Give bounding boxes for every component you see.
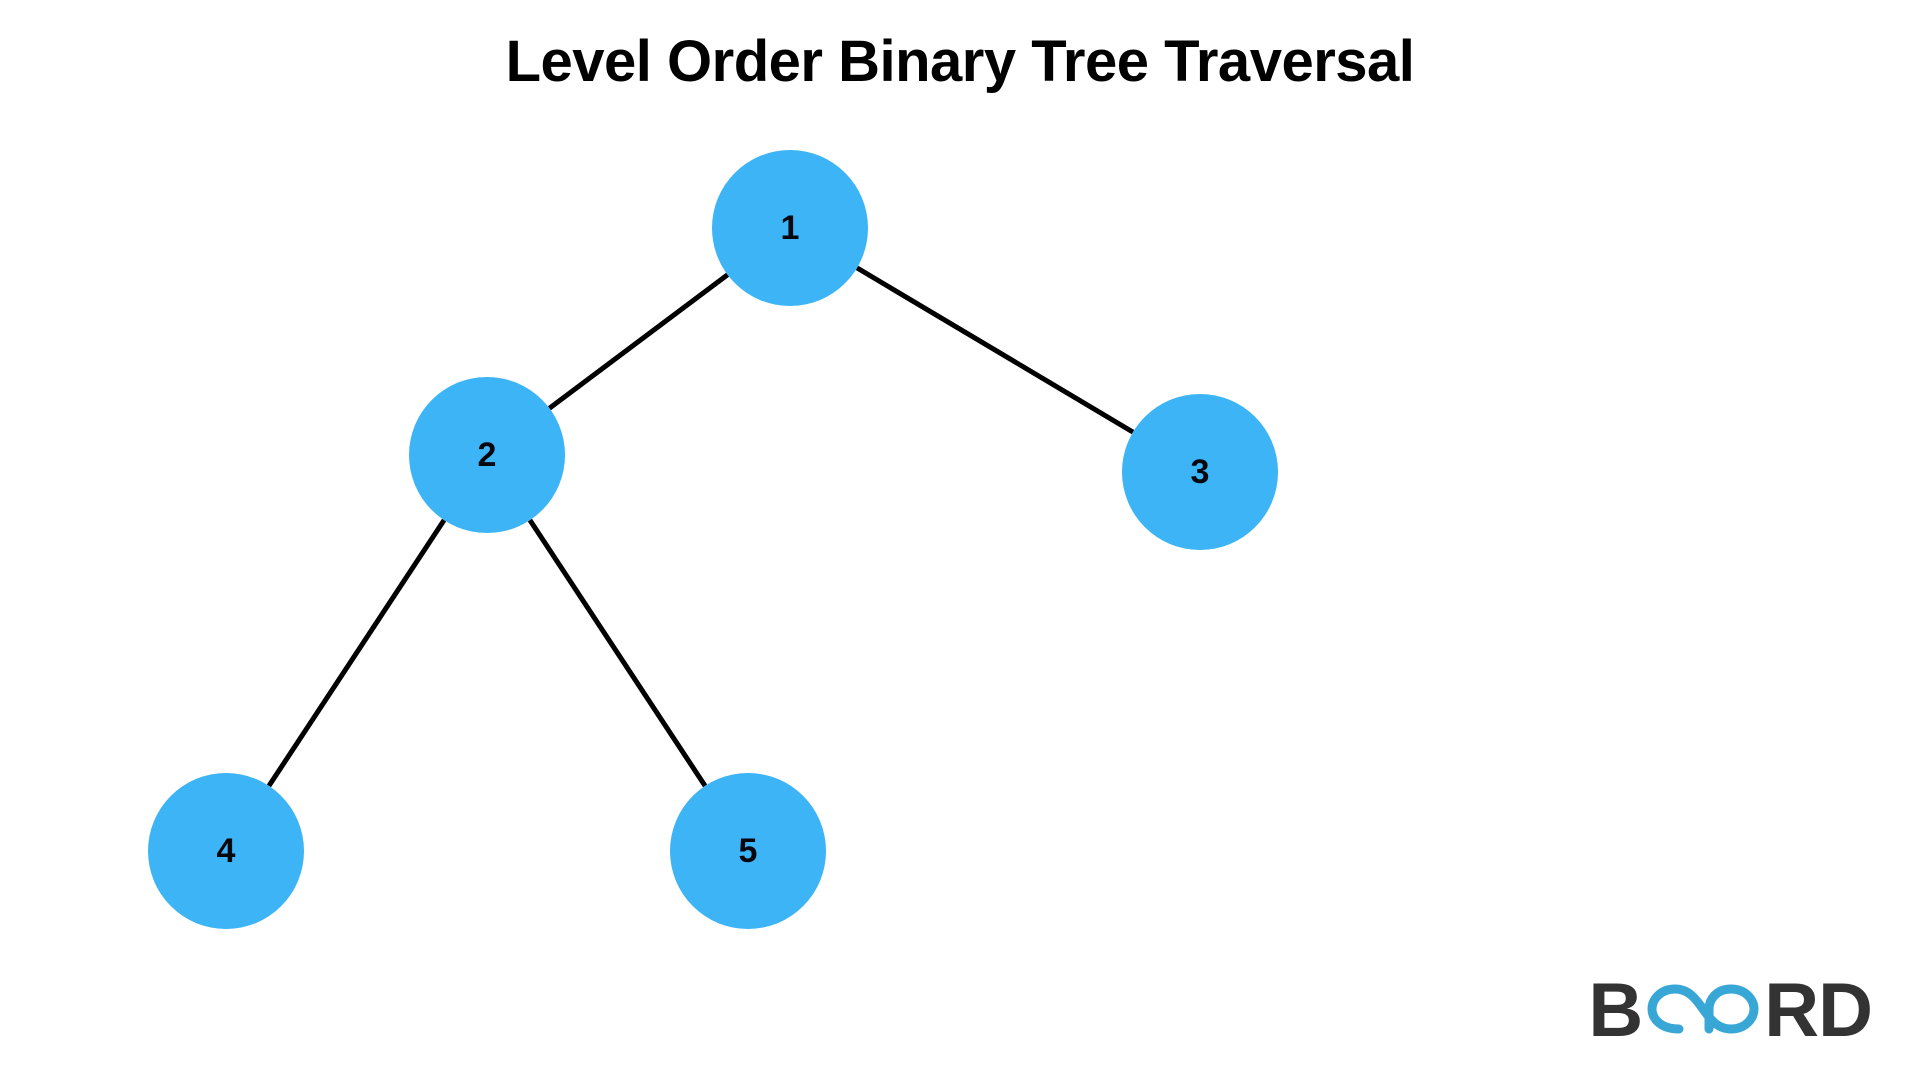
tree-node-3[interactable]: 3	[1122, 394, 1278, 550]
tree-edge	[855, 265, 1135, 435]
tree-node-label: 1	[780, 209, 800, 247]
tree-node-label: 4	[216, 832, 236, 870]
logo-letter-b: B	[1588, 968, 1643, 1053]
tree-edge	[527, 518, 708, 788]
board-logo: B RD	[1588, 968, 1873, 1054]
logo-infinity-icon	[1644, 971, 1762, 1052]
tree-node-label: 5	[738, 832, 758, 870]
tree-edge	[547, 272, 730, 411]
tree-node-4[interactable]: 4	[148, 773, 304, 929]
tree-node-2[interactable]: 2	[409, 377, 565, 533]
tree-node-label: 2	[477, 436, 497, 474]
page-title: Level Order Binary Tree Traversal	[505, 29, 1415, 94]
tree-node-label: 3	[1190, 453, 1210, 491]
tree-node-5[interactable]: 5	[670, 773, 826, 929]
tree-edge	[266, 518, 447, 788]
logo-letters-rd: RD	[1764, 968, 1873, 1053]
tree-node-1[interactable]: 1	[712, 150, 868, 306]
